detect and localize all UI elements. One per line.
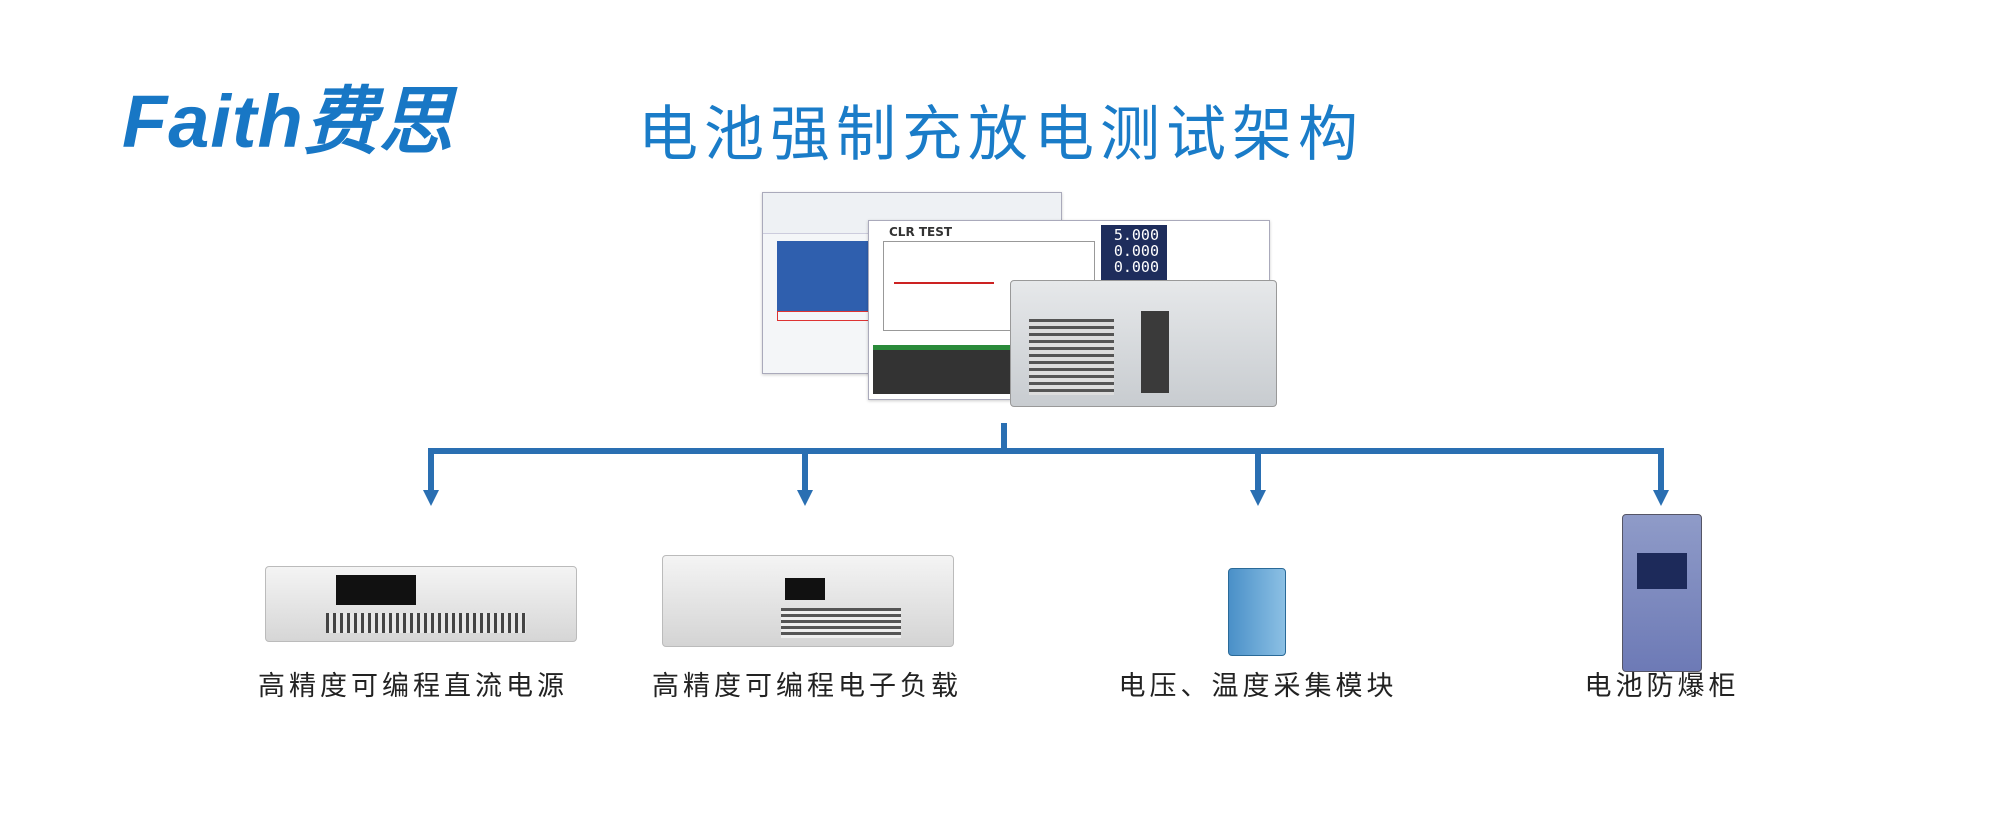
- dc-power-supply-icon: [265, 566, 577, 642]
- label-explosion-proof-chamber: 电池防爆柜: [1584, 671, 1740, 702]
- electronic-load-icon: [662, 555, 954, 647]
- explosion-proof-chamber-icon: [1622, 514, 1702, 672]
- faith-logo: Faith费思: [122, 80, 454, 163]
- arrow-down-icon: [423, 490, 439, 506]
- industrial-pc-icon: [1010, 280, 1277, 407]
- page-title: 电池强制充放电测试架构: [638, 100, 1364, 170]
- chart-trace: [894, 282, 994, 284]
- connector-trunk: [1001, 423, 1007, 453]
- arrow-down-icon: [1250, 490, 1266, 506]
- label-acquisition-module: 电压、温度采集模块: [1118, 671, 1398, 702]
- arrow-down-icon: [797, 490, 813, 506]
- toolbar-text: CLR TEST: [889, 225, 953, 239]
- arrow-down-icon: [1653, 490, 1669, 506]
- acquisition-module-icon: [1228, 568, 1286, 656]
- readout-power: 0.000: [1113, 258, 1159, 276]
- readout-voltage: 5.000: [1113, 226, 1159, 244]
- readout-current: 0.000: [1113, 242, 1159, 260]
- readout-panel: 5.000 0.000 0.000: [1101, 225, 1167, 283]
- label-electronic-load: 高精度可编程电子负载: [652, 671, 962, 702]
- connector-bus: [428, 448, 1664, 454]
- label-dc-power-supply: 高精度可编程直流电源: [258, 671, 568, 702]
